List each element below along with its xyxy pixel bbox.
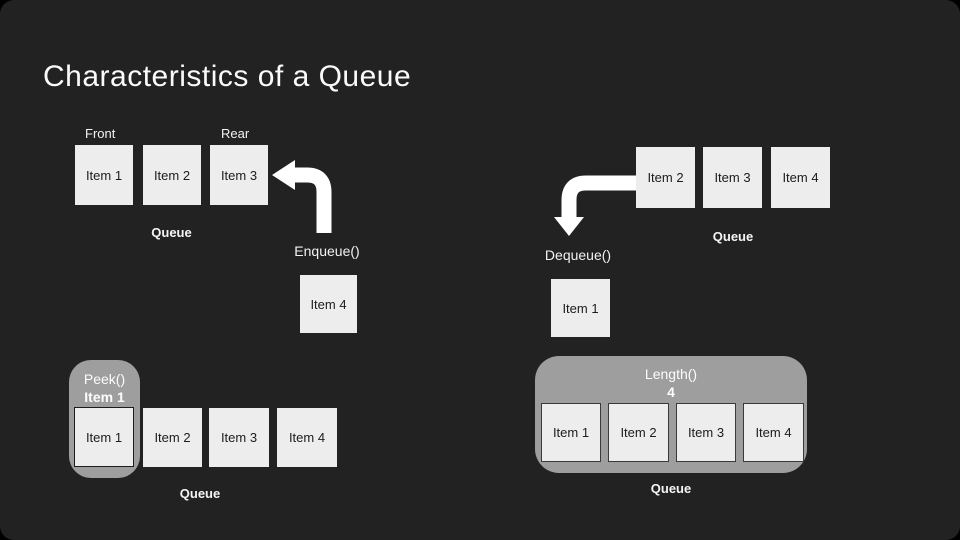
- queue-item-box: Item 4: [277, 408, 337, 467]
- slide-title: Characteristics of a Queue: [43, 60, 412, 93]
- queue-item-box: Item 3: [703, 147, 762, 208]
- queue-item-box: Item 1: [75, 145, 133, 205]
- dequeue-operation-label: Dequeue(): [544, 247, 612, 263]
- peek-result-label: Item 1: [84, 389, 125, 405]
- front-label: Front: [85, 126, 116, 141]
- queue-caption: Queue: [179, 486, 221, 501]
- queue-item-box: Item 2: [608, 403, 669, 462]
- peek-operation-label: Peek(): [83, 371, 126, 387]
- queue-item-box: Item 3: [209, 408, 269, 467]
- enqueue-operation-label: Enqueue(): [294, 243, 360, 259]
- queue-caption: Queue: [650, 481, 692, 496]
- queue-item-box: Item 2: [143, 145, 201, 205]
- dequeue-arrow-icon: [554, 175, 636, 236]
- queue-item-box: Item 4: [771, 147, 830, 208]
- queue-item-box: Item 3: [210, 145, 268, 205]
- length-result-label: 4: [667, 384, 675, 400]
- queue-caption: Queue: [712, 229, 754, 244]
- queue-caption: Queue: [151, 225, 192, 240]
- incoming-item-box: Item 4: [300, 275, 357, 333]
- queue-item-box: Item 1: [74, 407, 134, 467]
- queue-item-box: Item 4: [743, 403, 804, 462]
- queue-item-box: Item 2: [636, 147, 695, 208]
- queue-item-box: Item 1: [541, 403, 601, 462]
- queue-item-box: Item 3: [676, 403, 736, 462]
- rear-label: Rear: [221, 126, 250, 141]
- queue-item-box: Item 2: [143, 408, 202, 467]
- removed-item-box: Item 1: [551, 279, 610, 337]
- enqueue-arrow-icon: [272, 160, 332, 233]
- length-operation-label: Length(): [644, 366, 698, 382]
